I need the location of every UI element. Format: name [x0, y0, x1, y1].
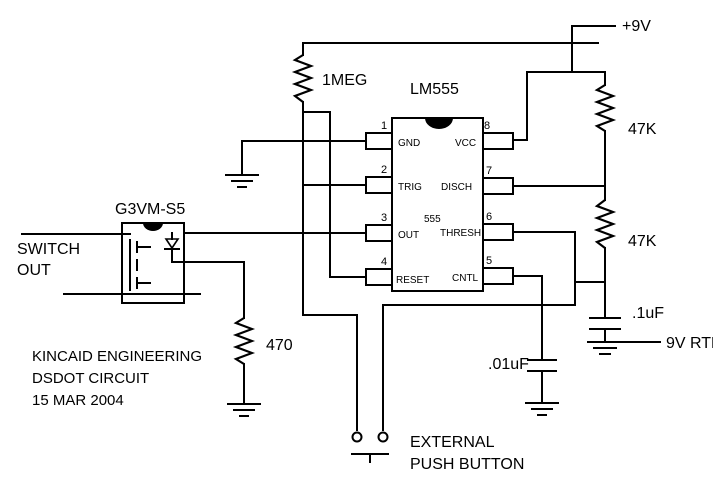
ic-pin-6-number: 6: [486, 211, 492, 223]
ic-pin-1-number: 1: [381, 120, 387, 132]
supply-return-label: 9V RTN: [666, 335, 713, 352]
thresh-net: [382, 231, 606, 431]
title-line-circuit: DSDOT CIRCUIT: [32, 370, 149, 387]
positive-rail: [302, 25, 616, 141]
ic-pin-4: 4 RESET: [365, 256, 429, 286]
ic-body-text: 555: [424, 214, 441, 225]
pin1-ground-net: [225, 140, 367, 188]
led-resistor-net: [171, 261, 245, 319]
resistor-470: [227, 317, 261, 417]
ic-pin-6: 6 THRESH: [440, 211, 514, 241]
resistor-47k-lower-label: 47K: [628, 233, 657, 250]
positive-supply-label: +9V: [622, 18, 651, 35]
ic-pin-2-number: 2: [381, 164, 387, 176]
ic-pin-7-name: DISCH: [441, 182, 472, 193]
ic-pin-8-number: 8: [484, 120, 490, 132]
push-button-label-line1: EXTERNAL: [410, 434, 495, 451]
ic-pin-3-name: OUT: [398, 230, 419, 241]
ic-name-label: LM555: [410, 81, 459, 98]
capacitor-001uf-label: .01uF: [488, 356, 529, 373]
ic-pin-5-name: CNTL: [452, 273, 479, 284]
resistor-47k-upper-label: 47K: [628, 121, 657, 138]
capacitor-01uf-label: .1uF: [632, 305, 664, 322]
resistor-470-label: 470: [266, 337, 293, 354]
title-line-date: 15 MAR 2004: [32, 392, 124, 409]
ic-pin-4-number: 4: [381, 256, 387, 268]
resistor-47k-upper: [593, 84, 617, 201]
ic-pin-7-number: 7: [486, 165, 492, 177]
switch-out-label-line1: SWITCH: [17, 241, 80, 258]
ic-pin-7: 7 DISCH: [441, 165, 514, 195]
capacitor-01uf: [587, 317, 661, 355]
ic-pin-1: 1 GND: [365, 120, 420, 150]
ic-pin-5-number: 5: [486, 255, 492, 267]
resistor-1meg-label: 1MEG: [322, 72, 367, 89]
switch-out-label-line2: OUT: [17, 262, 51, 279]
resistor-1meg: [291, 42, 315, 113]
resistor-47k-lower: [593, 199, 617, 319]
capacitor-001uf: [512, 275, 559, 416]
ic-555-body: 555: [391, 117, 484, 292]
reset-net: [302, 111, 372, 431]
ic-pin-8: 8 VCC: [455, 120, 514, 150]
ic-pin-1-name: GND: [398, 138, 420, 149]
ic-pin-8-name: VCC: [455, 138, 476, 149]
ic-pin-3-number: 3: [381, 212, 387, 224]
title-line-company: KINCAID ENGINEERING: [32, 348, 202, 365]
relay-label: G3VM-S5: [115, 201, 185, 218]
ic-pin-6-name: THRESH: [440, 228, 481, 239]
push-button-label-line2: PUSH BUTTON: [410, 456, 524, 473]
ic-pin-2-name: TRIG: [398, 182, 422, 193]
ic-pin-2: 2 TRIG: [365, 164, 422, 194]
ic-pin-4-name: RESET: [396, 275, 429, 286]
push-button-symbol[interactable]: [351, 431, 389, 463]
